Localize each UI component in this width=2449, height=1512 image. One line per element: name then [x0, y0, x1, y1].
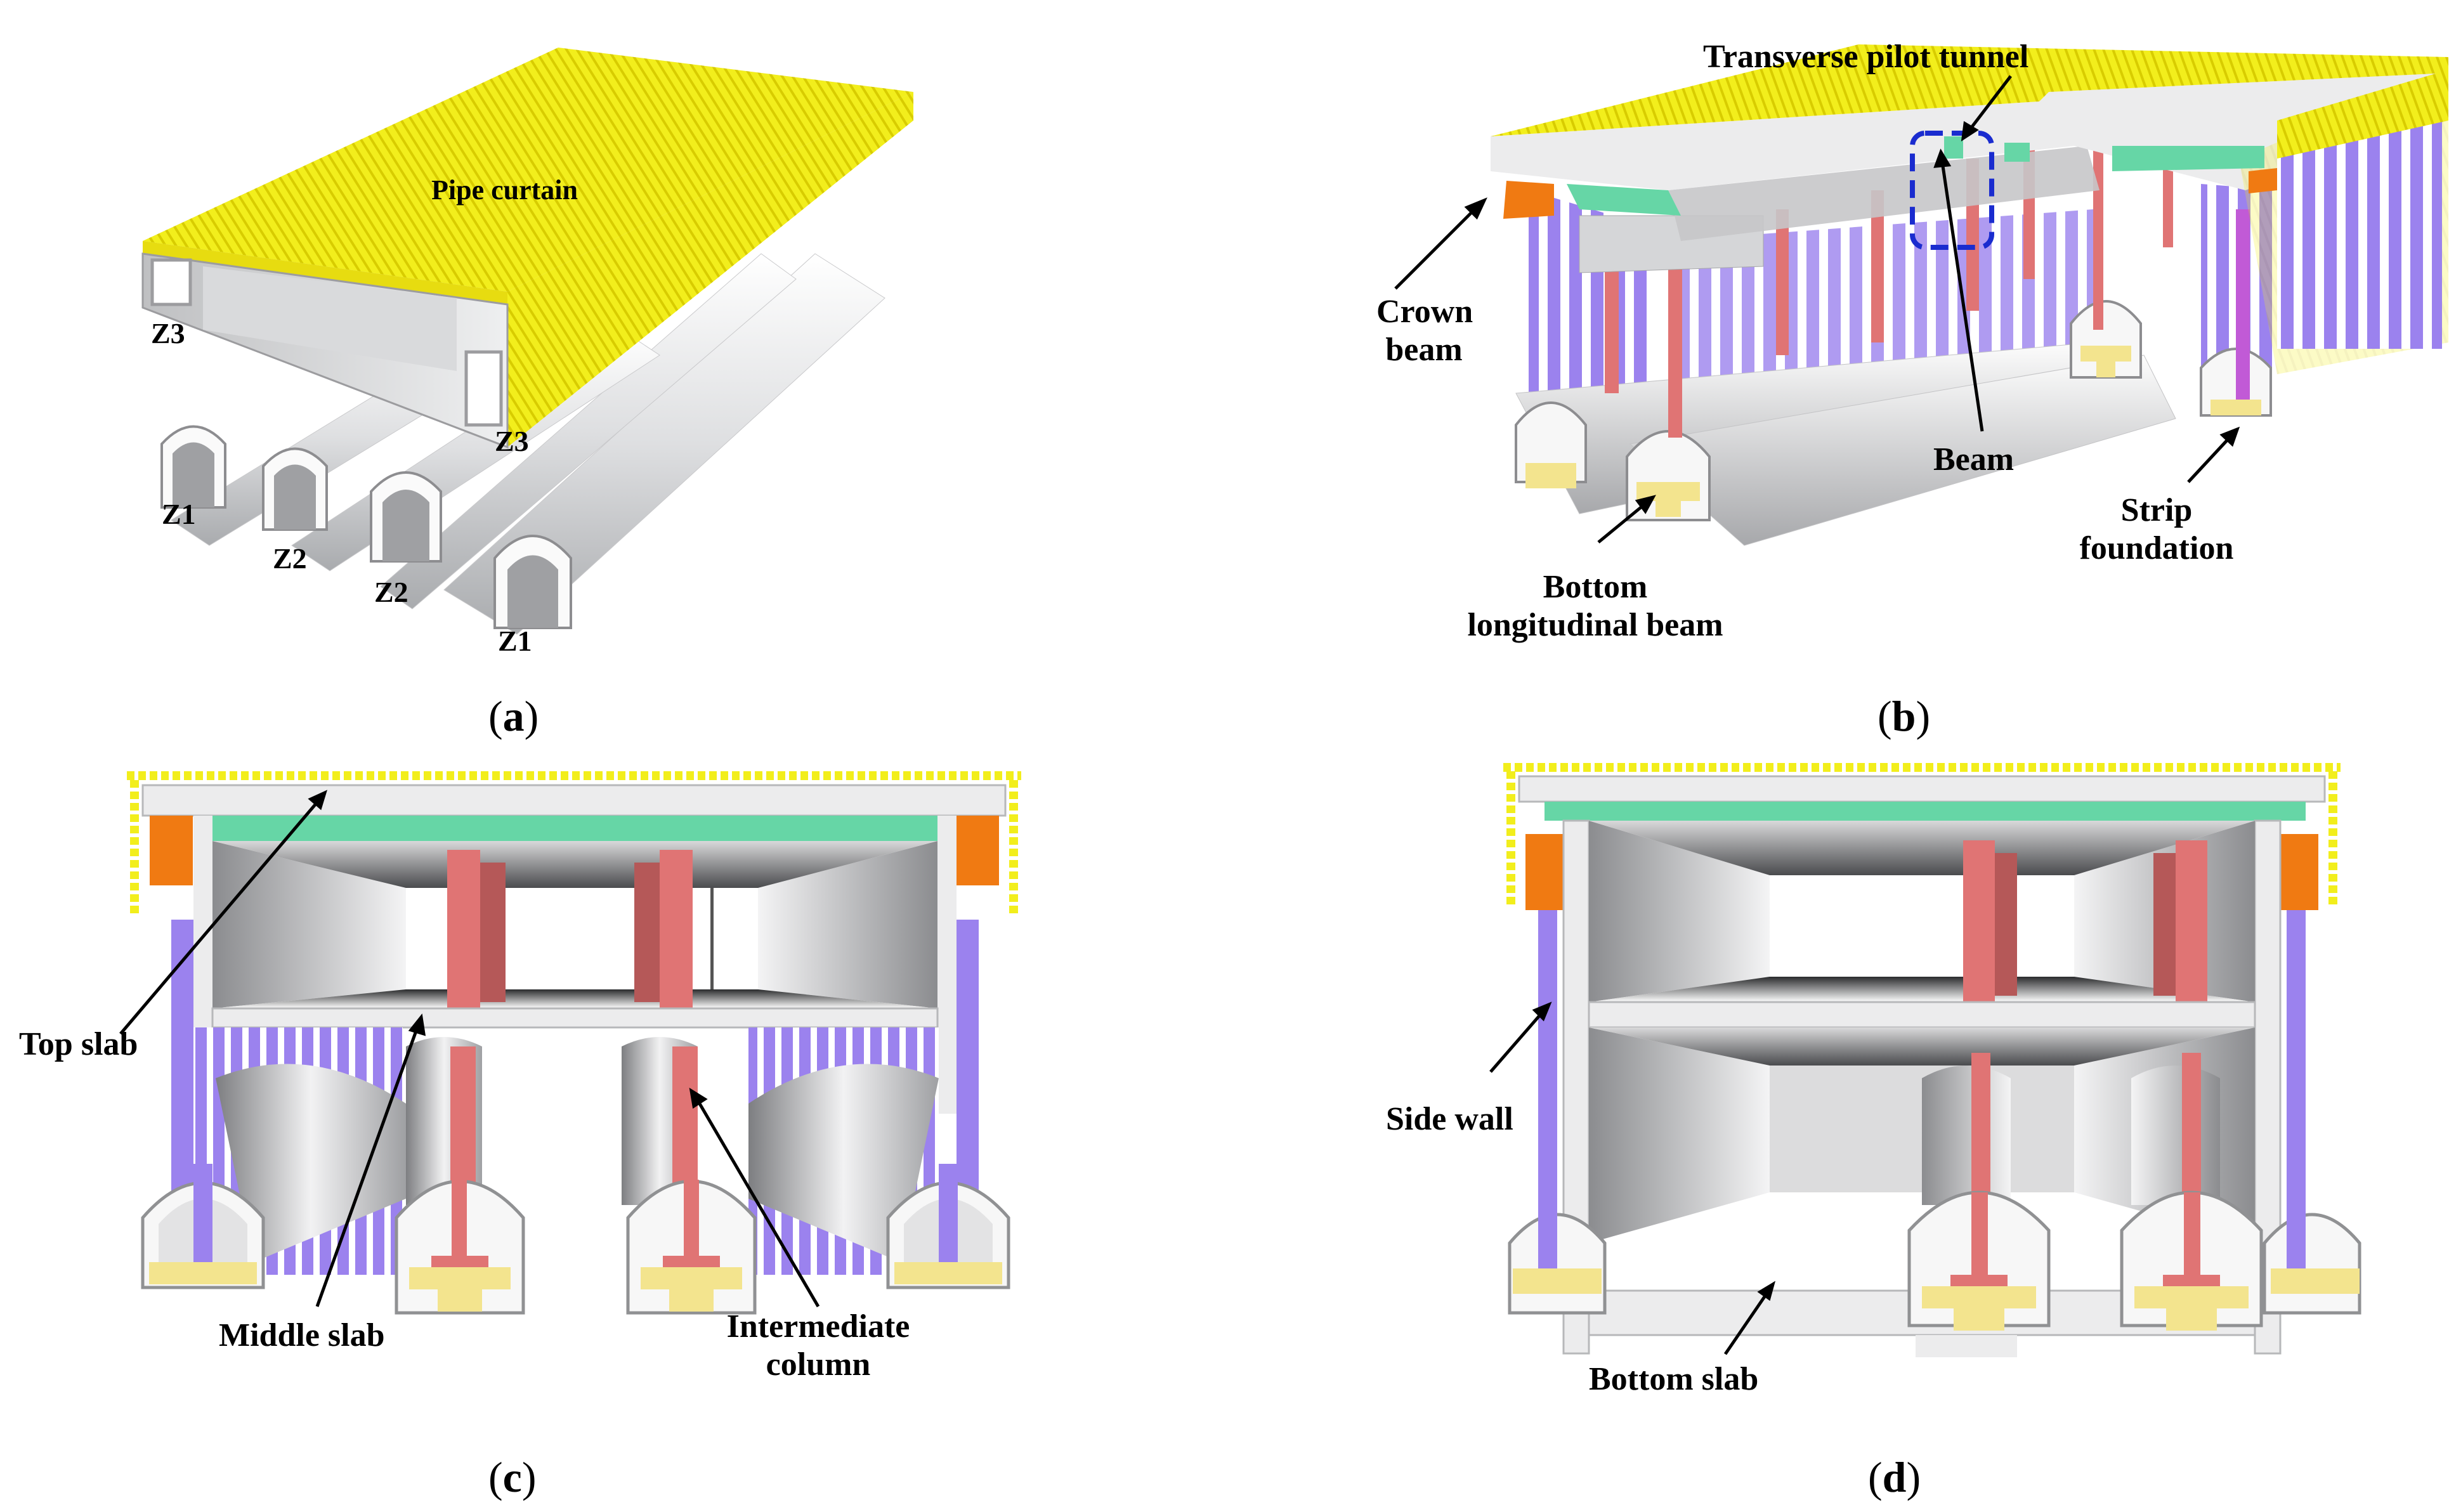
bottom-slab-label: Bottom slab — [1589, 1361, 1759, 1397]
crown-beam-line1: Crown — [1376, 294, 1473, 330]
intermediate-column-label: Intermediate column — [685, 1308, 951, 1384]
pipe-curtain — [141, 48, 913, 449]
crown-beam-left-d — [1525, 834, 1564, 910]
column-d-1 — [1963, 840, 1995, 1002]
panel-d: Side wall Bottom slab (d) — [1224, 748, 2449, 1512]
z2-right-label: Z2 — [374, 576, 408, 608]
arrows-c — [119, 790, 820, 1308]
middle-slab-label: Middle slab — [219, 1317, 385, 1353]
z2-left-label: Z2 — [273, 542, 307, 575]
bottom-beam-line1: Bottom — [1543, 569, 1648, 605]
arrows-b — [1394, 75, 2240, 544]
bottom-beam-line2: longitudinal beam — [1467, 606, 1723, 643]
caption-b-letter: b — [1891, 692, 1916, 740]
transverse-pilot-tunnel-label: Transverse pilot tunnel — [1703, 39, 2029, 75]
z3-left-label: Z3 — [151, 317, 185, 349]
caption-a-letter: a — [502, 692, 525, 740]
pilot-tunnel-highlight — [1910, 131, 1994, 250]
caption-c-letter: c — [502, 1453, 522, 1501]
caption-d-letter: d — [1882, 1453, 1907, 1501]
panel-c: Top slab Middle slab Intermediate column… — [0, 748, 1224, 1512]
crown-beam-left-c — [150, 816, 193, 885]
panel-a: Pipe curtain Z3 Z3 Z1 Z2 Z2 Z1 (a) — [0, 0, 1224, 748]
caption-c: (c) — [488, 1453, 537, 1501]
top-slab-label: Top slab — [19, 1026, 138, 1062]
bottom-longitudinal-beam-label: Bottom longitudinal beam — [1443, 568, 1747, 644]
column-c-2 — [660, 850, 693, 1008]
intermediate-column-line2: column — [766, 1346, 871, 1383]
intermediate-column-line1: Intermediate — [726, 1308, 910, 1345]
strip-foundation-line2: foundation — [2079, 530, 2234, 566]
caption-a: (a) — [488, 692, 539, 740]
crown-beam-line2: beam — [1385, 331, 1463, 368]
z1-left-label: Z1 — [162, 498, 196, 530]
crown-beam-right-c — [956, 816, 999, 885]
strip-foundation-label: Strip foundation — [2061, 492, 2252, 568]
z3-right-label: Z3 — [495, 425, 529, 457]
tunnel-fronts-d — [1508, 1190, 2361, 1331]
crown-beam-label: Crown beam — [1376, 293, 1473, 369]
side-wall-label: Side wall — [1386, 1101, 1513, 1137]
crown-beam-right-d — [2280, 834, 2318, 910]
strip-foundation-line1: Strip — [2120, 492, 2193, 528]
panel-b-illustration — [1394, 44, 2448, 546]
panel-d-illustration — [1489, 763, 2361, 1357]
pipe-curtain-label: Pipe curtain — [431, 174, 578, 205]
arrows-d — [1489, 1001, 1776, 1355]
z1-right-label: Z1 — [498, 625, 532, 657]
panel-c-illustration — [119, 771, 1021, 1315]
caption-b: (b) — [1878, 692, 1931, 740]
pipe-curtain-dots-d — [1503, 763, 2341, 907]
pipe-curtain-dots-c — [127, 771, 1021, 913]
column-c-1 — [447, 850, 480, 1008]
panel-b: Transverse pilot tunnel Crown beam Beam … — [1224, 0, 2449, 748]
beam-label: Beam — [1933, 441, 2015, 478]
caption-d: (d) — [1868, 1453, 1921, 1501]
panel-a-illustration — [141, 48, 913, 635]
crown-beam-b — [1503, 181, 1554, 219]
column-d-2 — [2176, 840, 2207, 1002]
tunnel-fronts-c — [141, 1164, 1010, 1315]
